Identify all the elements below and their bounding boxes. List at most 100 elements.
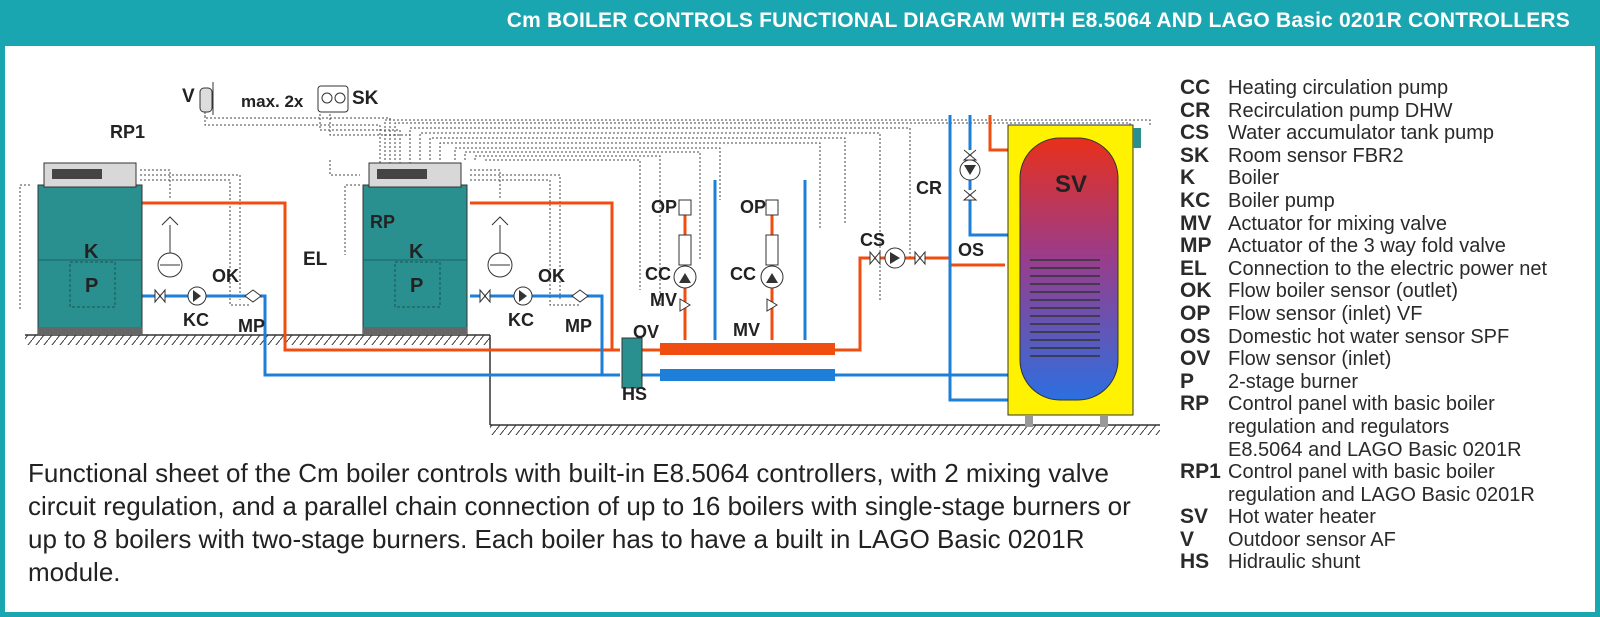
hot-header: [660, 343, 835, 355]
control-wiring: [19, 102, 1151, 310]
legend-code: OP: [1180, 301, 1211, 325]
label-mp1: MP: [238, 316, 265, 336]
boiler-pump-group-1: [154, 216, 262, 306]
recirculation-pump: [959, 149, 981, 201]
legend-description: Water accumulator tank pump: [1228, 122, 1495, 145]
legend-code: SV: [1180, 505, 1209, 529]
legend-row: CS Water accumulator tank pump: [1180, 122, 1595, 145]
outdoor-sensor: [199, 82, 214, 115]
label-cc2: CC: [730, 264, 756, 284]
legend-description: Flow sensor (inlet) VF: [1228, 302, 1423, 325]
legend-description: Actuator of the 3 way fold valve: [1228, 235, 1506, 258]
legend-row: CR Recirculation pump DHW: [1180, 98, 1595, 123]
label-el: EL: [303, 249, 328, 270]
legend-row: K Boiler: [1180, 167, 1595, 190]
legend-code: MP: [1180, 234, 1212, 258]
legend-description: Flow boiler sensor (outlet): [1228, 280, 1459, 303]
legend-row: RP1 Control panel with basic boiler regul…: [1180, 460, 1595, 506]
legend-description: Control panel with basic boiler regulati…: [1228, 461, 1535, 506]
legend-row: OS Domestic hot water sensor SPF: [1180, 324, 1595, 349]
label-mp2: MP: [565, 316, 592, 336]
legend-row: OV Flow sensor (inlet): [1180, 348, 1595, 371]
legend-row: RP Control panel with basic boiler regula…: [1180, 393, 1595, 461]
legend-code: P: [1180, 369, 1195, 393]
cold-header: [660, 369, 835, 381]
legend-code: SK: [1180, 143, 1210, 167]
legend-description: Hot water heater: [1228, 506, 1376, 529]
legend-description: Heating circulation pump: [1228, 77, 1449, 99]
legend-code: HS: [1180, 550, 1210, 574]
boiler-pump-group-2: [479, 216, 589, 306]
caption: Functional sheet of the Cm boiler contro…: [28, 458, 1131, 587]
title-bar: Cm BOILER CONTROLS FUNCTIONAL DIAGRAM WI…: [0, 0, 1600, 46]
label-mv2: MV: [733, 320, 760, 340]
diagram-title: Cm BOILER CONTROLS FUNCTIONAL DIAGRAM WI…: [506, 9, 1570, 32]
boiler-2: [362, 162, 468, 336]
legend-row: HS Hidraulic shunt: [1180, 551, 1595, 574]
legend-row: OK Flow boiler sensor (outlet): [1180, 280, 1595, 303]
floor-right: [490, 424, 1160, 435]
label-rp1: RP1: [110, 122, 145, 142]
label-hs: HS: [622, 384, 647, 404]
legend-code: MV: [1180, 211, 1212, 235]
label-sk: SK: [352, 88, 379, 109]
label-k2: K: [409, 241, 424, 263]
label-sk-prefix: max. 2x: [241, 92, 304, 111]
legend-description: Domestic hot water sensor SPF: [1228, 325, 1510, 348]
legend-description: Room sensor FBR2: [1228, 144, 1404, 167]
legend-row: SV Hot water heater: [1180, 506, 1595, 529]
label-mv1: MV: [650, 290, 677, 310]
label-cs: CS: [860, 230, 885, 250]
boiler-1: [37, 162, 143, 336]
legend-code: V: [1180, 527, 1195, 551]
mixed-pipes: [251, 205, 582, 292]
legend-row: V Outdoor sensor AF: [1180, 527, 1595, 552]
label-os: OS: [958, 240, 984, 260]
legend-description: Connection to the electric power net: [1228, 257, 1548, 280]
legend-code: OV: [1180, 347, 1211, 371]
hydraulic-shunt: [621, 337, 643, 389]
tank-pump: [869, 247, 926, 269]
label-ok1: OK: [212, 266, 239, 286]
legend-code: OK: [1180, 279, 1212, 303]
legend-description: Boiler: [1228, 167, 1280, 190]
heating-circuit-1: [673, 199, 697, 312]
legend-code: OS: [1180, 324, 1211, 348]
legend-row: MP Actuator of the 3 way fold valve: [1180, 235, 1595, 258]
legend-code: KC: [1180, 188, 1211, 212]
legend-code: K: [1180, 166, 1196, 190]
label-ov: OV: [633, 322, 659, 342]
label-kc2: KC: [508, 310, 534, 330]
label-cr: CR: [916, 178, 942, 198]
legend-description: Hidraulic shunt: [1228, 551, 1361, 574]
label-kc1: KC: [183, 310, 209, 330]
legend-row: MV Actuator for mixing valve: [1180, 211, 1595, 236]
legend-description: Actuator for mixing valve: [1228, 212, 1447, 235]
legend-code: EL: [1180, 256, 1207, 280]
legend-code: RP: [1180, 392, 1210, 416]
legend-description: Control panel with basic boiler regulati…: [1228, 393, 1522, 461]
legend-description: Flow sensor (inlet): [1228, 348, 1392, 371]
label-sv: SV: [1055, 171, 1087, 198]
label-v: V: [182, 86, 195, 107]
label-p1: P: [85, 275, 98, 297]
label-op2: OP: [740, 197, 766, 217]
legend-code: CS: [1180, 121, 1210, 145]
legend-code: CR: [1180, 98, 1211, 122]
label-cc1: CC: [645, 264, 671, 284]
legend-description: Recirculation pump DHW: [1228, 99, 1453, 122]
legend-description: Boiler pump: [1228, 189, 1335, 212]
legend-code: RP1: [1180, 460, 1221, 484]
label-op1: OP: [651, 197, 677, 217]
label-ok2: OK: [538, 266, 565, 286]
label-rp: RP: [370, 212, 395, 232]
legend-row: OP Flow sensor (inlet) VF: [1180, 301, 1595, 326]
hot-water-tank: [1007, 124, 1141, 427]
heating-circuit-2: [760, 199, 784, 312]
legend-description: Outdoor sensor AF: [1228, 528, 1396, 551]
